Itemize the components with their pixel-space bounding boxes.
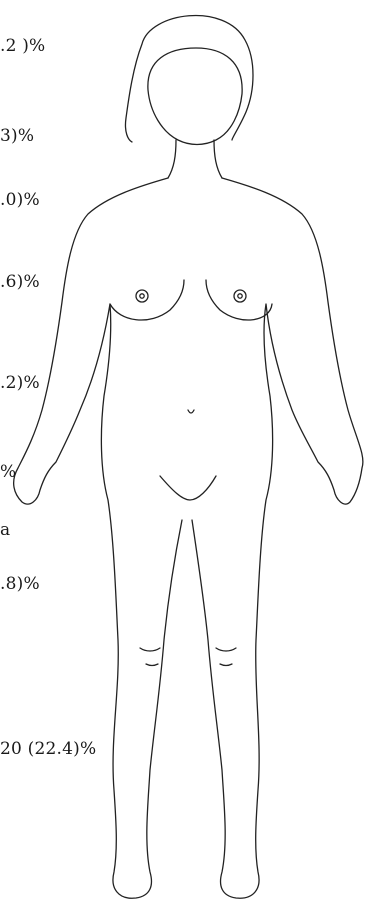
face-outline — [148, 48, 242, 145]
knee-right — [216, 648, 236, 666]
hair-outline — [125, 15, 253, 142]
region-label: .2)% — [0, 373, 40, 393]
groin-line — [160, 476, 216, 500]
region-label: 3)% — [0, 126, 34, 146]
region-label: .2 )% — [0, 36, 45, 56]
region-label: a — [0, 520, 10, 540]
navel — [188, 410, 194, 413]
nipple-left-inner — [140, 294, 144, 298]
region-label: 20 (22.4)% — [0, 739, 96, 759]
neck-outline — [168, 140, 222, 178]
nipple-right — [234, 290, 246, 302]
region-label: .0)% — [0, 190, 40, 210]
body-right-outline — [192, 178, 363, 898]
nipple-right-inner — [238, 294, 242, 298]
region-label: .8)% — [0, 574, 40, 594]
region-label: % — [0, 462, 16, 482]
nipple-left — [136, 290, 148, 302]
knee-left — [140, 648, 160, 666]
region-label: .6)% — [0, 272, 40, 292]
breast-right — [206, 280, 272, 320]
